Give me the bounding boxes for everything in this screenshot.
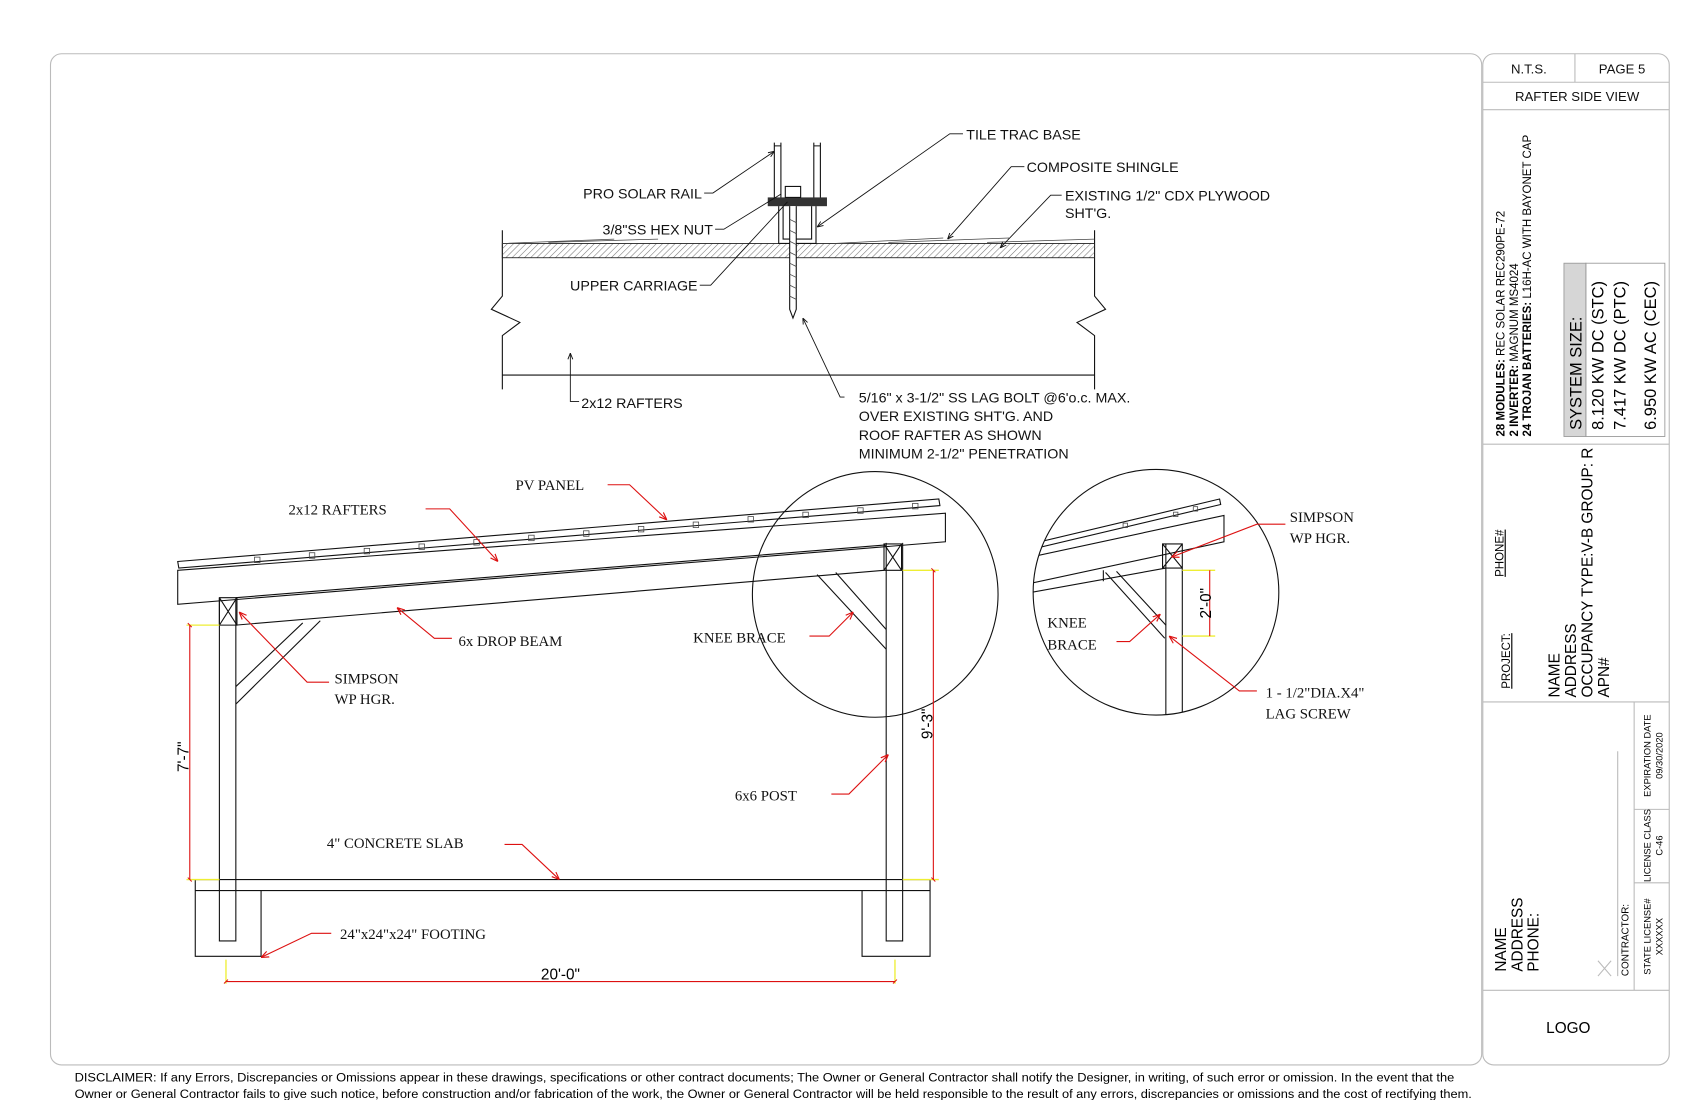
disclaimer-line: DISCLAIMER: If any Errors, Discrepancies… xyxy=(75,1070,1455,1084)
state-license-label: STATE LICENSE# xyxy=(1643,898,1653,975)
project-label: PROJECT: xyxy=(1501,633,1513,689)
slab-footings xyxy=(194,879,931,957)
label-rafters-detail: 2x12 RAFTERS xyxy=(581,396,682,412)
label-pro-solar-rail: PRO SOLAR RAIL xyxy=(583,187,702,203)
label-rafters: 2x12 RAFTERS xyxy=(288,502,386,518)
label-plywood: EXISTING 1/2" CDX PLYWOOD xyxy=(1065,189,1270,205)
label-upper-carriage: UPPER CARRIAGE xyxy=(570,279,698,295)
system-size-row: 6.950 KW AC (CEC) xyxy=(1642,281,1660,430)
label-simpson-detail: SIMPSON xyxy=(1290,510,1354,526)
label-plywood-2: SHT'G. xyxy=(1065,206,1111,222)
label-lag-bolt-3: ROOF RAFTER AS SHOWN xyxy=(859,428,1042,444)
connection-detail: 2'-0" SIMPSON WP HGR. KNEE BRACE 1 - 1/2… xyxy=(1032,468,1365,722)
disclaimer-line: Owner or General Contractor fails to giv… xyxy=(75,1087,1472,1100)
lag-bolt xyxy=(789,206,797,320)
hex-nut xyxy=(784,185,802,198)
label-knee-detail-2: BRACE xyxy=(1047,637,1096,653)
system-size-header: SYSTEM SIZE: xyxy=(1568,317,1586,430)
equipment-batteries: 24 TROJAN BATTERIES: L16H-AC WITH BAYONE… xyxy=(1522,135,1534,437)
expiration-value: 09/30/2020 xyxy=(1655,732,1665,779)
label-simpson-detail-2: WP HGR. xyxy=(1290,531,1350,547)
rafter-beam xyxy=(177,512,946,605)
drawing-frame xyxy=(49,53,1483,1066)
posts xyxy=(218,542,904,942)
signature-x-icon xyxy=(1597,960,1612,977)
scale-label: N.T.S. xyxy=(1511,61,1547,76)
dim-right-height: 9'-3" xyxy=(919,709,936,740)
contractor-name: NAME xyxy=(1493,927,1510,971)
system-size-row: 7.417 KW DC (PTC) xyxy=(1611,281,1629,430)
title-block-frame xyxy=(1482,53,1670,1066)
sheet-title: RAFTER SIDE VIEW xyxy=(1515,89,1640,104)
occupancy-type: OCCUPANCY TYPE:V-B GROUP: R xyxy=(1579,448,1596,698)
title-block: N.T.S. PAGE 5 RAFTER SIDE VIEW 28 MODULE… xyxy=(1482,53,1670,1037)
label-knee-brace: KNEE BRACE xyxy=(693,631,785,647)
system-size-table: SYSTEM SIZE: 8.120 KW DC (STC) 7.417 KW … xyxy=(1563,262,1666,437)
knee-brace-left xyxy=(235,620,321,705)
expiration-label: EXPIRATION DATE xyxy=(1643,714,1653,796)
contractor-label: CONTRACTOR: xyxy=(1621,904,1632,976)
pv-panel xyxy=(177,498,941,569)
label-tile-trac-base: TILE TRAC BASE xyxy=(966,127,1081,143)
tile-trac-base xyxy=(778,206,817,245)
label-knee-detail: KNEE xyxy=(1047,615,1086,631)
apn-number: APN# xyxy=(1596,657,1613,698)
label-footing: 24"x24"x24" FOOTING xyxy=(340,927,486,943)
label-lag-screw-2: LAG SCREW xyxy=(1266,706,1351,722)
knee-brace-right xyxy=(816,572,887,650)
detail-callout-circle xyxy=(751,471,999,718)
label-slab: 4" CONCRETE SLAB xyxy=(327,836,464,852)
detail-circle xyxy=(1032,468,1280,716)
logo: LOGO xyxy=(1546,1020,1590,1037)
hanger-right xyxy=(883,543,903,571)
plywood-sheathing xyxy=(501,243,1096,259)
label-simpson-2: WP HGR. xyxy=(335,692,395,708)
upper-carriage xyxy=(767,197,827,207)
equipment-modules: 28 MODULES: REC SOLAR REC290PE-72 xyxy=(1496,211,1508,437)
drop-beam xyxy=(235,544,885,626)
label-simpson: SIMPSON xyxy=(335,671,399,687)
system-size-row: 8.120 KW DC (STC) xyxy=(1589,281,1607,430)
label-lag-screw: 1 - 1/2"DIA.X4" xyxy=(1266,686,1365,702)
label-lag-bolt-4: MINIMUM 2-1/2" PENETRATION xyxy=(859,446,1069,462)
disclaimer: DISCLAIMER: If any Errors, Discrepancies… xyxy=(75,1070,1472,1100)
dim-width: 20'-0" xyxy=(541,966,580,983)
label-drop-beam: 6x DROP BEAM xyxy=(458,634,562,650)
project-address: ADDRESS xyxy=(1563,623,1580,697)
dim-knee-height: 2'-0" xyxy=(1198,588,1215,619)
equipment-list: 28 MODULES: REC SOLAR REC290PE-72 2 INVE… xyxy=(1496,135,1534,437)
contractor-address: ADDRESS xyxy=(1509,897,1526,971)
dim-left-height: 7'-7" xyxy=(176,741,193,772)
mounting-detail: TILE TRAC BASE COMPOSITE SHINGLE EXISTIN… xyxy=(490,127,1270,462)
hanger-left xyxy=(218,597,238,626)
contractor-phone: PHONE: xyxy=(1526,913,1543,972)
phone-label: PHONE# xyxy=(1495,529,1507,577)
label-post: 6x6 POST xyxy=(735,789,797,805)
label-composite-shingle: COMPOSITE SHINGLE xyxy=(1027,160,1179,176)
equipment-inverter: 2 INVERTER: MAGNUM MS4024 xyxy=(1509,263,1521,437)
label-hex-nut: 3/8"SS HEX NUT xyxy=(603,223,714,239)
page-number: PAGE 5 xyxy=(1599,61,1646,76)
label-lag-bolt: 5/16" x 3-1/2" SS LAG BOLT @6'o.c. MAX. xyxy=(859,390,1131,406)
project-name: NAME xyxy=(1547,653,1564,697)
license-class-value: C-46 xyxy=(1655,835,1665,855)
state-license-value: XXXXXX xyxy=(1655,917,1665,955)
license-class-label: LICENSE CLASS xyxy=(1643,809,1653,882)
rafter-side-view: 7'-7" 9'-3" 20'-0" PV PANEL 2x12 RAFTERS… xyxy=(176,471,999,984)
label-lag-bolt-2: OVER EXISTING SHT'G. AND xyxy=(859,409,1053,425)
label-pv-panel: PV PANEL xyxy=(516,478,585,494)
pro-solar-rail xyxy=(773,142,821,203)
